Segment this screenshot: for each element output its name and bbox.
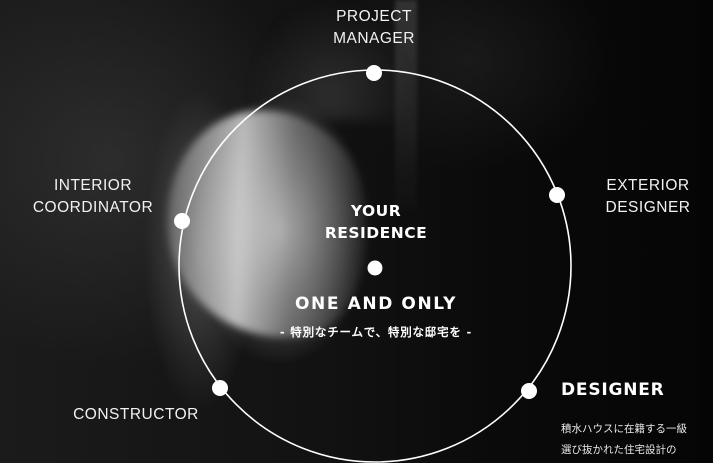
node-project-manager (366, 65, 382, 81)
role-label-constructor: CONSTRUCTOR (73, 406, 199, 423)
node-designer (521, 383, 537, 399)
designer-description: 積水ハウスに在籍する一級 選び抜かれた住宅設計の (561, 419, 713, 461)
node-constructor (212, 380, 228, 396)
role-label-interior-coordinator: INTERIOR COORDINATOR (32, 177, 154, 216)
designer-heading: DESIGNER (561, 380, 665, 400)
designer-description-line: 積水ハウスに在籍する一級 (561, 423, 687, 435)
node-center-residence (367, 260, 383, 276)
subtagline-special-team: - 特別なチームで、特別な邸宅を - (279, 325, 473, 339)
node-exterior-designer (549, 187, 565, 203)
node-interior-coordinator (174, 213, 190, 229)
photo-vertical-element (395, 0, 417, 210)
center-title-your-residence: YOUR RESIDENCE (324, 202, 428, 242)
photo-highlight-top (250, 0, 410, 120)
role-label-exterior-designer: EXTERIOR DESIGNER (605, 177, 691, 216)
tagline-one-and-only: ONE AND ONLY (295, 294, 457, 314)
role-label-project-manager: PROJECT MANAGER (333, 8, 415, 47)
designer-description-line: 選び抜かれた住宅設計の (561, 444, 677, 456)
